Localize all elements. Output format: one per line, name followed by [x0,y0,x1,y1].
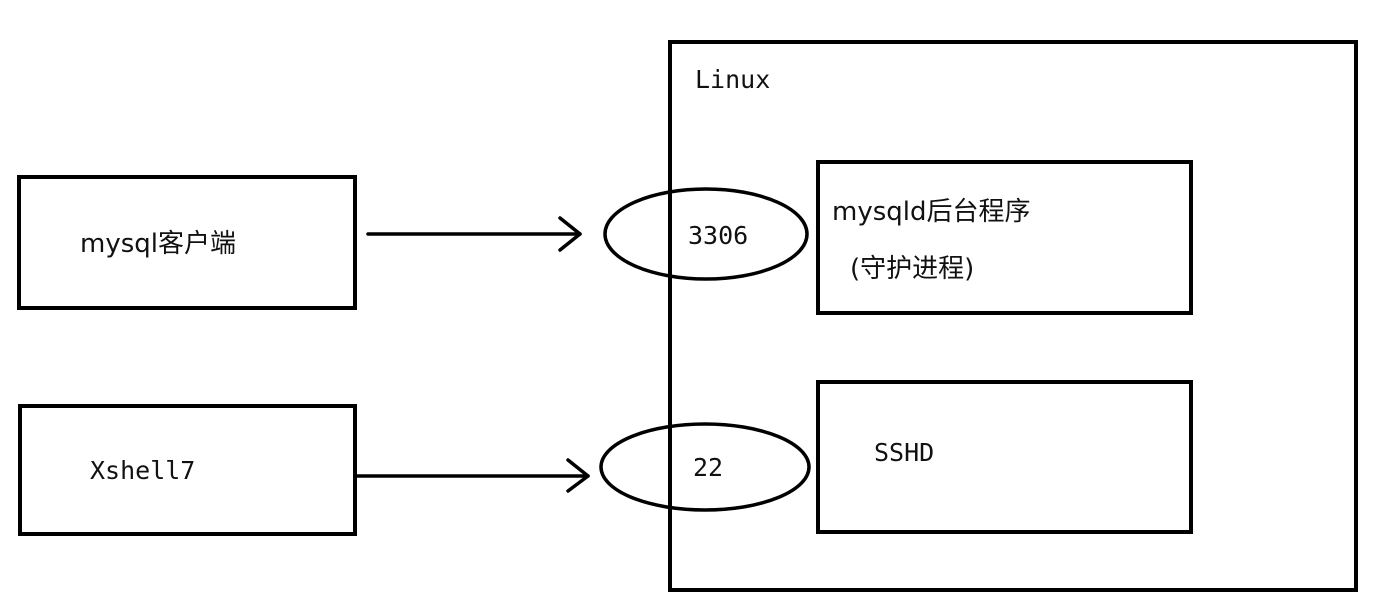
mysqld-label: mysqld后台程序 [832,197,1031,227]
arrowhead-icon [558,216,582,252]
arrow-xshell-to-22 [355,458,590,493]
arrow-mysql-to-3306 [366,216,582,252]
mysql-client-label: mysql客户端 [80,229,236,259]
port-22-ellipse [599,422,811,512]
mysqld-sublabel: (守护进程) [850,254,974,284]
arrowhead-icon [566,458,590,493]
xshell-label: Xshell7 [90,456,195,485]
mysqld-box [816,160,1193,315]
sshd-label: SSHD [874,438,934,467]
sshd-box [816,380,1193,534]
linux-box [668,40,1358,592]
port-3306-label: 3306 [688,221,748,250]
mysql-client-box [17,175,357,310]
xshell-box [18,404,357,536]
port-22-label: 22 [693,453,723,482]
port-3306-ellipse [603,187,809,281]
linux-label: Linux [695,65,770,94]
